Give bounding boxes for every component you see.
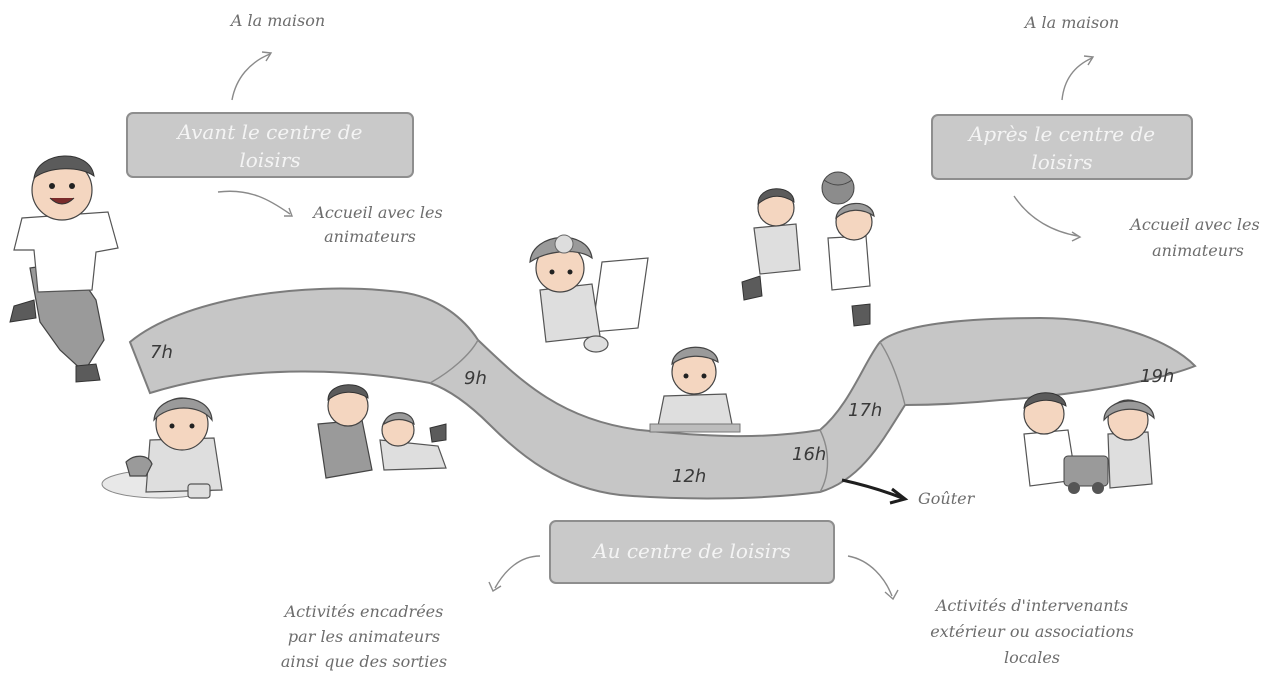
segment-divider xyxy=(879,341,906,406)
arrow-to-welcome-left xyxy=(217,190,294,217)
box-before-line2: loisirs xyxy=(239,148,300,172)
box-center-label: Au centre de loisirs xyxy=(591,539,791,563)
box-after-line2: loisirs xyxy=(1031,150,1092,174)
hour-label-7h: 7h xyxy=(150,342,173,363)
segment-divider xyxy=(819,429,829,493)
illustration-ball-players xyxy=(741,171,875,327)
arrow-to-activities-left xyxy=(488,555,541,593)
box-after-line1: Après le centre de xyxy=(967,122,1155,146)
hour-label-12h: 12h xyxy=(672,466,706,487)
box-before: Avant le centre de loisirs xyxy=(126,112,414,178)
hour-label-19h: 19h xyxy=(1140,366,1174,387)
box-center-shape xyxy=(549,520,835,584)
arrow-to-welcome-right xyxy=(1013,195,1082,242)
arrow-to-home-left xyxy=(231,51,273,101)
box-before-line1: Avant le centre de xyxy=(175,120,362,144)
box-after-shape xyxy=(931,114,1193,180)
illustration-girl-eating xyxy=(101,397,223,499)
box-after: Après le centre de loisirs xyxy=(931,114,1193,180)
note-activities-right-3: locales xyxy=(1004,648,1060,667)
note-home-left: A la maison xyxy=(229,11,325,30)
timeline-ribbon xyxy=(128,287,1197,500)
box-center: Au centre de loisirs xyxy=(549,520,835,584)
timeline-band xyxy=(128,287,1197,500)
illustration-kids-with-toys xyxy=(1023,392,1155,494)
note-snack: Goûter xyxy=(918,489,976,508)
illustration-boy-at-table xyxy=(649,346,741,433)
note-activities-right-1: Activités d'intervenants xyxy=(934,596,1128,615)
note-welcome-right-1: Accueil avec les xyxy=(1128,215,1259,234)
note-welcome-right-2: animateurs xyxy=(1152,241,1244,260)
note-activities-left-2: par les animateurs xyxy=(288,627,440,646)
note-activities-right-2: extérieur ou associations xyxy=(930,622,1134,641)
note-activities-left-1: Activités encadrées xyxy=(283,602,444,621)
illustration-parent-child-playing xyxy=(317,384,447,479)
note-activities-left-3: ainsi que des sorties xyxy=(281,652,447,671)
note-welcome-left-2: animateurs xyxy=(324,227,416,246)
illustration-jumping-boy xyxy=(9,155,119,383)
arrow-to-home-right xyxy=(1061,55,1095,101)
hour-label-17h: 17h xyxy=(848,400,882,421)
segment-divider xyxy=(429,339,479,384)
box-before-shape xyxy=(126,112,414,178)
hour-label-16h: 16h xyxy=(792,444,826,465)
hour-label-9h: 9h xyxy=(464,368,487,389)
arrow-to-activities-right xyxy=(847,555,899,601)
note-home-right: A la maison xyxy=(1023,13,1119,32)
illustration-painting-kid xyxy=(529,234,649,353)
arrow-to-snack xyxy=(841,478,909,505)
note-welcome-left-1: Accueil avec les xyxy=(311,203,442,222)
